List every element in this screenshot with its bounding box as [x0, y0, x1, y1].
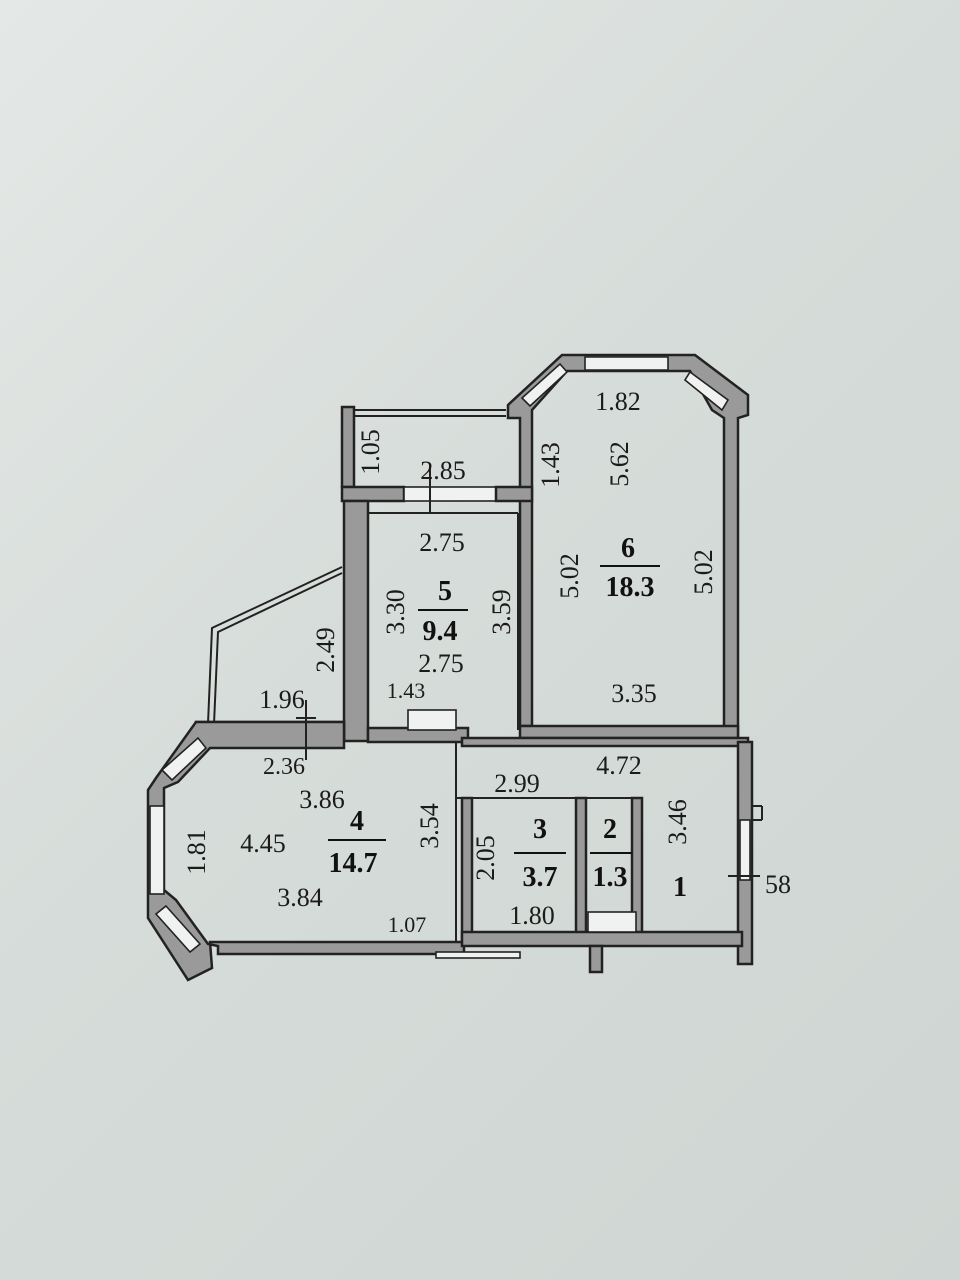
room-4-window-left [149, 805, 165, 895]
radiator-r5 [407, 709, 457, 731]
hall-walls [456, 736, 763, 974]
dim-r6-bottom: 3.35 [611, 679, 657, 708]
room-4-window-sill [435, 951, 521, 959]
dim-loggia-side: 2.49 [311, 627, 340, 673]
balcony-walls [340, 405, 534, 503]
dim-r5-door: 1.43 [387, 678, 426, 703]
radiator-r2 [587, 911, 637, 933]
dim-r6-top: 1.82 [595, 387, 641, 416]
dim-r5-right: 3.59 [487, 589, 516, 635]
dim-balcony-width: 2.85 [420, 456, 466, 485]
room-4-area: 14.7 [329, 848, 378, 879]
dim-r5-top: 2.75 [419, 528, 465, 557]
room-5-number: 5 [438, 576, 452, 607]
room-3-number: 3 [533, 814, 547, 845]
dim-r6-inner: 5.62 [605, 441, 634, 487]
dim-balcony-side: 1.05 [356, 429, 385, 475]
room-6-window-top [584, 356, 669, 371]
dim-r4-bottom: 3.84 [277, 883, 323, 912]
room-6-window-left [520, 362, 569, 408]
room-5-window [403, 486, 497, 502]
room-4-number: 4 [350, 806, 364, 837]
dim-r5-bottom: 2.75 [418, 649, 464, 678]
dim-r4-inner: 4.45 [240, 829, 286, 858]
dimension-labels: 1.82 1.43 5.62 5.02 5.02 3.35 1.05 2.85 … [182, 387, 791, 937]
dim-r4-top: 3.86 [299, 785, 345, 814]
dim-r4-left: 1.81 [182, 829, 211, 875]
room-2-number: 2 [603, 814, 617, 845]
room-4-window-bottom [154, 904, 202, 954]
dim-r4-door: 1.07 [388, 912, 427, 937]
room-labels: 6 18.3 5 9.4 4 14.7 3 3.7 2 1.3 1 [328, 533, 687, 903]
room-6-walls [506, 353, 750, 744]
dim-hall-inner: 2.99 [494, 769, 540, 798]
room-2-area: 1.3 [593, 862, 628, 893]
room-1-number: 1 [673, 872, 687, 903]
room-3-area: 3.7 [523, 862, 558, 893]
dim-r6-side: 1.43 [536, 442, 565, 488]
dim-r6-left: 5.02 [555, 553, 584, 599]
entrance-door [739, 819, 751, 881]
dim-r3-left: 2.05 [471, 835, 500, 881]
room-5-walls [342, 499, 519, 744]
room-6-area: 18.3 [606, 572, 655, 603]
room-6-number: 6 [621, 533, 635, 564]
dim-r6-right: 5.02 [689, 549, 718, 595]
room-5-area: 9.4 [423, 616, 458, 647]
room-4-window-top [160, 736, 208, 782]
dim-hall-top: 4.72 [596, 751, 642, 780]
dim-r4-right: 3.54 [415, 803, 444, 849]
dim-hall-side: 3.46 [663, 799, 692, 845]
dim-loggia-width: 1.96 [259, 685, 305, 714]
dim-r5-left: 3.30 [381, 589, 410, 635]
dim-wall-58: 58 [765, 870, 791, 899]
dim-r3-bottom: 1.80 [509, 901, 555, 930]
room-4-walls [146, 720, 521, 982]
dim-loggia-bottom: 2.36 [263, 754, 305, 780]
room-6-window-right [683, 370, 730, 412]
dimension-lines [296, 466, 760, 877]
